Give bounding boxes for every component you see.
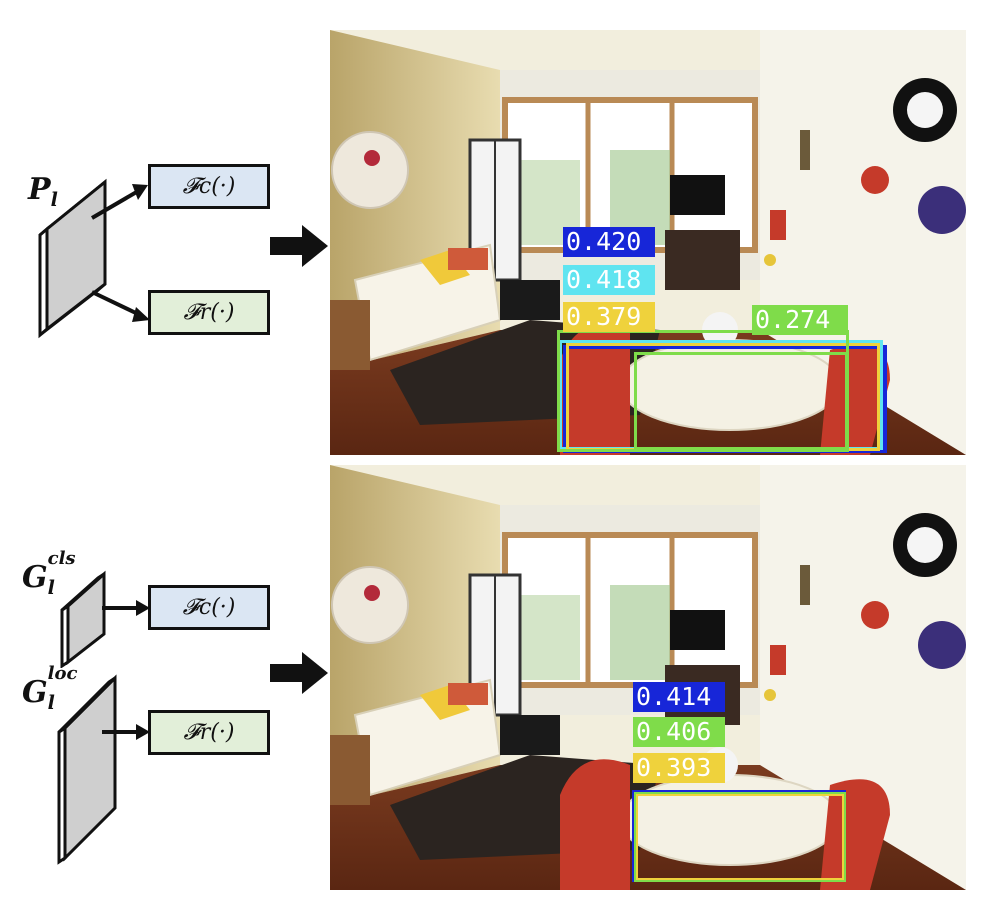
detection-score-0-text: 0.420 <box>566 227 642 256</box>
regression-head-label: 𝓕r(·) <box>183 300 235 325</box>
feature-label-sub: l <box>50 189 58 211</box>
detection-score-3: 0.274 <box>752 305 848 335</box>
bottom-head-arrows <box>102 600 150 740</box>
detection-box-bottom-2 <box>636 794 844 880</box>
regression-head-box-bottom: 𝓕r(·) <box>148 710 270 755</box>
classification-head-label-bottom: 𝓕c(·) <box>182 595 236 620</box>
detection-score-bottom-0: 0.414 <box>633 682 725 712</box>
loc-label-base: G <box>22 675 48 710</box>
head-arrows <box>90 184 150 322</box>
detection-score-2: 0.379 <box>563 302 655 332</box>
detection-box-bottom-1 <box>634 792 846 882</box>
cls-label-sub: l <box>47 577 55 599</box>
cls-label-base: G <box>22 560 48 595</box>
detection-score-0: 0.420 <box>563 227 655 257</box>
classification-head-label: 𝓕c(·) <box>182 174 236 199</box>
cls-label-sup: cls <box>47 548 76 569</box>
detection-score-bottom-2-text: 0.393 <box>636 753 712 782</box>
detection-box-3b <box>557 330 849 452</box>
detection-score-bottom-1: 0.406 <box>633 717 725 747</box>
detection-score-bottom-2: 0.393 <box>633 753 725 783</box>
room-photo-bottom <box>330 465 966 890</box>
detection-score-3-text: 0.274 <box>755 305 831 334</box>
cls-feature-slab <box>60 570 106 668</box>
detection-score-bottom-1-text: 0.406 <box>636 717 712 746</box>
regression-head-label-bottom: 𝓕r(·) <box>183 720 235 745</box>
loc-label-sup: loc <box>47 663 78 684</box>
loc-feature-slab <box>57 674 117 865</box>
detection-score-2-text: 0.379 <box>566 302 642 331</box>
classification-head-box: 𝓕c(·) <box>148 164 270 209</box>
detection-score-bottom-0-text: 0.414 <box>636 682 712 711</box>
classification-head-box-bottom: 𝓕c(·) <box>148 585 270 630</box>
feature-map-slab <box>38 178 107 339</box>
detection-score-1: 0.418 <box>563 265 655 295</box>
flow-arrow-icon-bottom <box>270 652 328 694</box>
flow-arrow-icon <box>270 225 328 267</box>
loc-label-sub: l <box>47 692 55 714</box>
feature-label-base: P <box>28 172 51 207</box>
regression-head-box: 𝓕r(·) <box>148 290 270 335</box>
feature-label-p: Pl <box>28 172 58 211</box>
detection-score-1-text: 0.418 <box>566 265 642 294</box>
room-scene-illustration-bottom <box>330 465 966 890</box>
